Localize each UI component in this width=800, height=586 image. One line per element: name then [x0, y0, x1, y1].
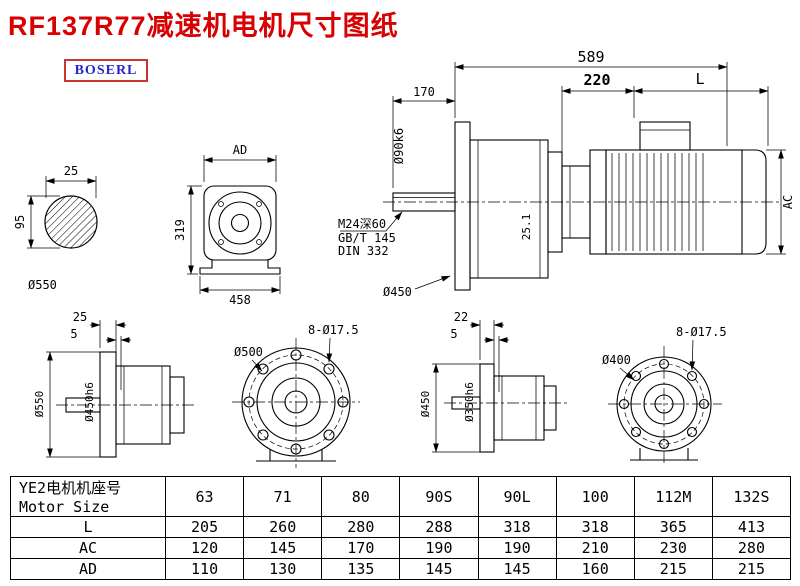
dim-shaft-height-label: 95 — [13, 215, 27, 229]
dim-outer-diameter-label: Ø550 — [33, 391, 46, 418]
dim-spigot-diameter-label: Ø450h6 — [83, 382, 96, 422]
dim-key-label: 25.1 — [520, 214, 533, 241]
table-header-motor-size: YE2电机机座号 Motor Size — [10, 476, 166, 517]
table-cell: 190 — [399, 537, 479, 559]
table-header-line1: YE2电机机座号 — [19, 479, 122, 497]
shaft-section-view: 25 95 Ø550 — [13, 164, 98, 292]
table-cell: 135 — [321, 558, 401, 580]
col-header: 90S — [399, 476, 479, 517]
col-header: 63 — [164, 476, 245, 517]
dim-ac-label: AC — [781, 195, 795, 209]
dim-holes-label: 8-Ø17.5 — [676, 325, 727, 339]
page-title: RF137R77减速机电机尺寸图纸 — [8, 11, 399, 41]
dim-shaft-diameter-label: Ø550 — [28, 278, 57, 292]
dim-319-label: 319 — [173, 219, 187, 241]
dim-458-label: 458 — [229, 293, 251, 307]
col-header: 100 — [555, 476, 635, 517]
table-cell: 280 — [711, 537, 792, 559]
row-label: AC — [10, 537, 166, 559]
row-label: AD — [10, 558, 166, 580]
table-cell: 210 — [555, 537, 635, 559]
dim-bolt-circle-label: Ø400 — [602, 353, 631, 367]
table-cell: 230 — [633, 537, 713, 559]
motor-size-table: YE2电机机座号 Motor Size 63 71 80 90S 90L 100… — [10, 476, 792, 580]
table-cell: 130 — [243, 558, 323, 580]
table-cell: 190 — [477, 537, 557, 559]
flange-front-small-view: Ø400 8-Ø17.5 — [602, 325, 727, 464]
dim-25-label: 25 — [73, 310, 87, 324]
table-cell: 318 — [477, 516, 557, 538]
dim-motor-length-label: L — [695, 70, 704, 88]
dim-spigot-diameter-label: Ø350h6 — [463, 382, 476, 422]
col-header: 80 — [321, 476, 401, 517]
dim-5-label: 5 — [70, 327, 77, 341]
flange-front-large-view: Ø500 8-Ø17.5 — [232, 323, 360, 468]
col-header: 112M — [633, 476, 713, 517]
table-row: AD 110 130 135 145 145 160 215 215 — [10, 558, 792, 580]
table-cell: 170 — [321, 537, 401, 559]
dim-ad-label: AD — [233, 143, 247, 157]
table-cell: 280 — [321, 516, 401, 538]
table-cell: 365 — [633, 516, 713, 538]
row-label: L — [10, 516, 166, 538]
technical-drawing: 25 95 Ø550 AD 319 458 — [13, 48, 795, 468]
col-header: 71 — [243, 476, 323, 517]
standard2-label: DIN 332 — [338, 244, 389, 258]
table-cell: 260 — [243, 516, 323, 538]
dim-overall-length-label: 589 — [577, 48, 604, 66]
table-cell: 120 — [164, 537, 245, 559]
table-cell: 145 — [399, 558, 479, 580]
table-cell: 110 — [164, 558, 245, 580]
dim-22-label: 22 — [454, 310, 468, 324]
col-header: 90L — [477, 476, 557, 517]
table-cell: 288 — [399, 516, 479, 538]
table-header-line2: Motor Size — [19, 498, 110, 516]
assembly-view: 589 170 Ø90k6 220 L AC M24深60 GB/T 145 D… — [338, 48, 795, 299]
col-header: 132S — [711, 476, 792, 517]
table-cell: 145 — [243, 537, 323, 559]
table-cell: 318 — [555, 516, 635, 538]
table-cell: 205 — [164, 516, 245, 538]
dim-flange-diameter-label: Ø450 — [383, 285, 412, 299]
tap-spec-label: M24深60 — [338, 217, 386, 231]
table-cell: 145 — [477, 558, 557, 580]
dim-220-label: 220 — [583, 71, 610, 89]
dim-shaft-length-label: 170 — [413, 85, 435, 99]
dim-outer-diameter-label: Ø450 — [419, 391, 432, 418]
dim-5-label: 5 — [450, 327, 457, 341]
standard1-label: GB/T 145 — [338, 231, 396, 245]
dim-shaft-width-label: 25 — [64, 164, 78, 178]
flange-side-small-view: 22 5 Ø450 Ø350h6 — [419, 310, 570, 453]
table-cell: 160 — [555, 558, 635, 580]
dim-bolt-circle-label: Ø500 — [234, 345, 263, 359]
dim-shaft-diameter-label: Ø90k6 — [392, 128, 406, 164]
table-cell: 413 — [711, 516, 792, 538]
table-cell: 215 — [633, 558, 713, 580]
dim-holes-label: 8-Ø17.5 — [308, 323, 359, 337]
table-cell: 215 — [711, 558, 792, 580]
table-row: AC 120 145 170 190 190 210 230 280 — [10, 537, 792, 559]
brand-logo: BOSERL — [64, 59, 148, 82]
gearbox-front-view: AD 319 458 — [173, 143, 281, 307]
flange-side-large-view: 25 5 Ø550 Ø450h6 — [33, 310, 196, 458]
table-row: L 205 260 280 288 318 318 365 413 — [10, 516, 792, 538]
table-header-row: YE2电机机座号 Motor Size 63 71 80 90S 90L 100… — [10, 476, 792, 517]
